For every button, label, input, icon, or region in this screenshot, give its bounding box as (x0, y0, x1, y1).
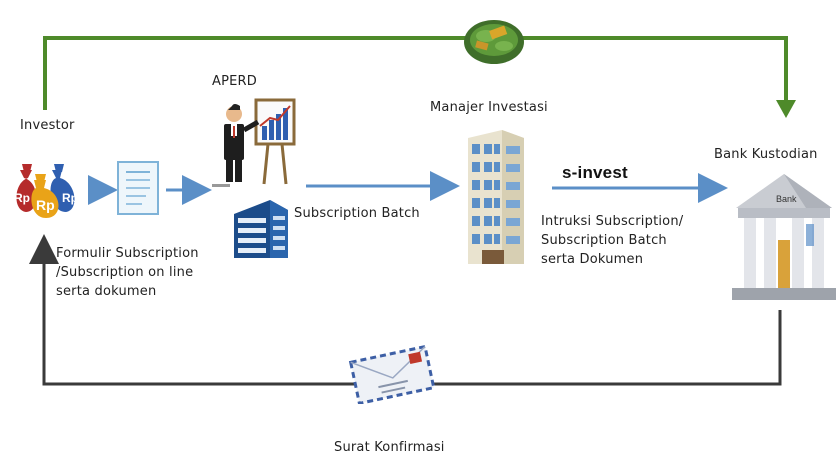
bank-sign: Bank (776, 194, 797, 204)
aperd-label: APERD (212, 74, 257, 89)
office-building-icon (234, 200, 288, 258)
investment-return-arrow (43, 36, 788, 110)
office-tower-icon (468, 130, 524, 264)
money-pile-icon (464, 20, 524, 64)
s-invest-label: s-invest (562, 163, 628, 182)
bank-kustodian-label: Bank Kustodian (714, 147, 818, 162)
bag-text-red: Rp (14, 191, 30, 205)
bag-text-blue: Rp (62, 191, 78, 205)
surat-konfirmasi-label: Surat Konfirmasi (334, 440, 445, 455)
instruksi-subscription-label: Intruksi Subscription/ Subscription Batc… (541, 214, 684, 267)
money-bag-red (16, 164, 37, 212)
investment-return-arrowhead (776, 100, 796, 118)
subscription-batch-label: Subscription Batch (294, 206, 420, 221)
bag-text-yellow: Rp (36, 197, 55, 213)
money-bags-icon: Rp Rp Rp (14, 164, 78, 218)
investor-label: Investor (20, 118, 75, 133)
presenter-chart-icon (212, 98, 296, 187)
money-bag-yellow (31, 174, 59, 218)
form-document-icon (117, 161, 159, 215)
envelope-icon (348, 344, 436, 404)
manajer-investasi-label: Manajer Investasi (430, 100, 548, 115)
formulir-subscription-label: Formulir Subscription /Subscription on l… (56, 246, 199, 299)
bank-building-icon: Bank (732, 174, 836, 300)
